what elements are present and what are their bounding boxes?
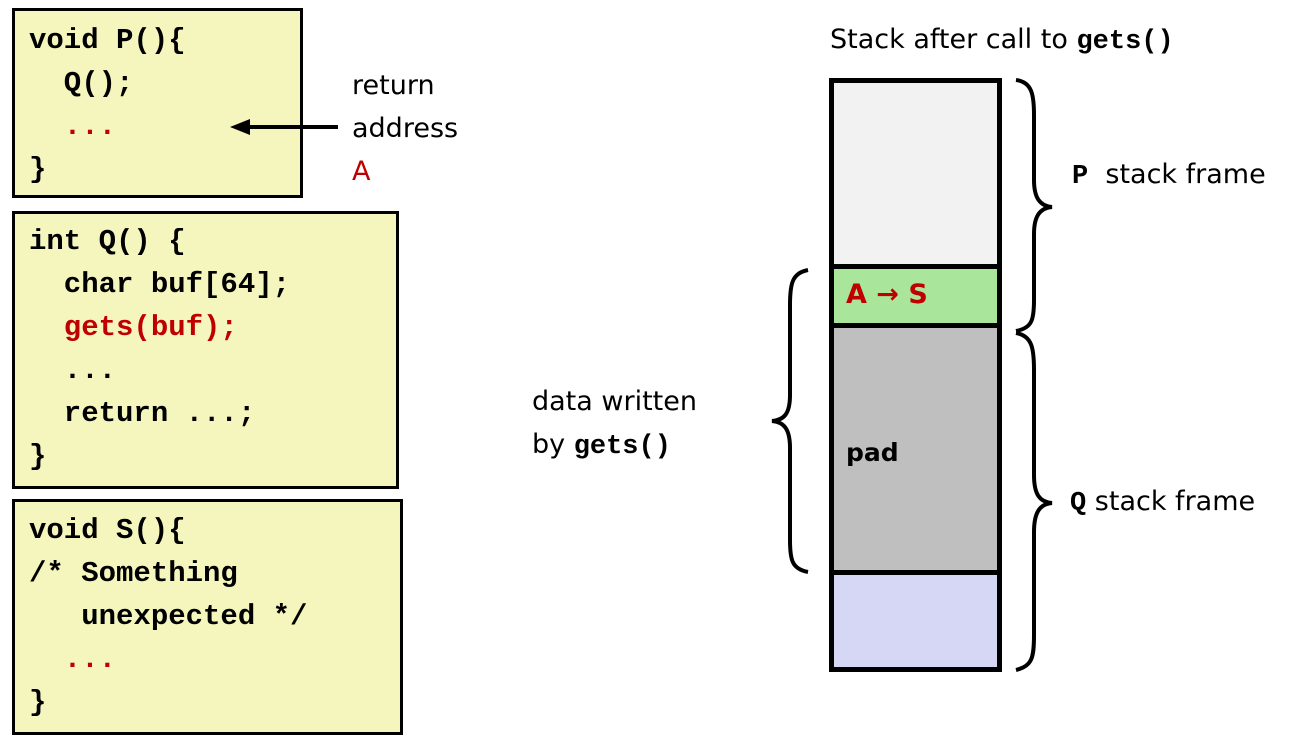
stack-cell-p-frame [829,78,1002,269]
p-frame-brace [1015,78,1053,333]
code-line: void P(){ [29,24,186,57]
code-line: int Q() { [29,225,186,258]
code-line-highlight: gets(buf); [29,311,238,344]
code-line: return ...; [29,397,256,430]
code-line: void S(){ [29,514,186,547]
code-line: } [29,153,47,186]
return-address-arrow [230,119,338,135]
code-block-q: int Q() { char buf[64]; gets(buf); ... r… [12,211,399,489]
code-line: } [29,440,47,473]
p-frame-suffix: stack frame [1105,159,1266,190]
q-frame-name: Q [1070,489,1087,519]
code-block-p: void P(){ Q(); ...} [12,8,303,198]
stack-title: Stack after call to gets() [830,18,1174,64]
data-written-prefix: by [532,429,574,460]
data-written-func: gets() [573,432,671,462]
data-written-label: data written by gets() [532,380,697,469]
return-address-label: return address A [352,64,458,193]
code-line: Q(); [29,67,134,100]
stack-cell-return-address: A → S [829,264,1002,328]
code-line: } [29,686,47,719]
data-written-brace [771,268,809,574]
stack-cell-lower [829,570,1002,672]
return-address-line2: address [352,113,459,144]
code-q: int Q() { char buf[64]; gets(buf); ... r… [29,220,290,478]
code-p: void P(){ Q(); ...} [29,19,186,191]
code-line-highlight: ... [29,643,117,676]
q-frame-brace [1015,331,1053,672]
code-line: /* Something [29,557,238,590]
q-frame-suffix: stack frame [1094,486,1256,517]
code-line-highlight: ... [29,110,117,143]
stack-title-func: gets() [1076,27,1174,57]
p-frame-label: P stack frame [1072,153,1266,199]
stack-title-text: Stack after call to [830,24,1077,55]
code-line: ... [29,354,117,387]
code-block-s: void S(){ /* Something unexpected */ ...} [12,499,403,735]
return-address-line1: return [352,70,435,101]
return-address-overwrite-label: A → S [846,279,928,310]
data-written-line1: data written [532,386,697,417]
code-s: void S(){ /* Something unexpected */ ...} [29,509,307,724]
code-line: char buf[64]; [29,268,291,301]
stack-cell-pad: pad [829,323,1002,575]
return-address-a: A [352,156,371,187]
code-line: unexpected */ [29,600,308,633]
p-frame-name: P [1072,162,1089,192]
pad-label: pad [846,438,899,467]
q-frame-label: Q stack frame [1070,480,1255,526]
